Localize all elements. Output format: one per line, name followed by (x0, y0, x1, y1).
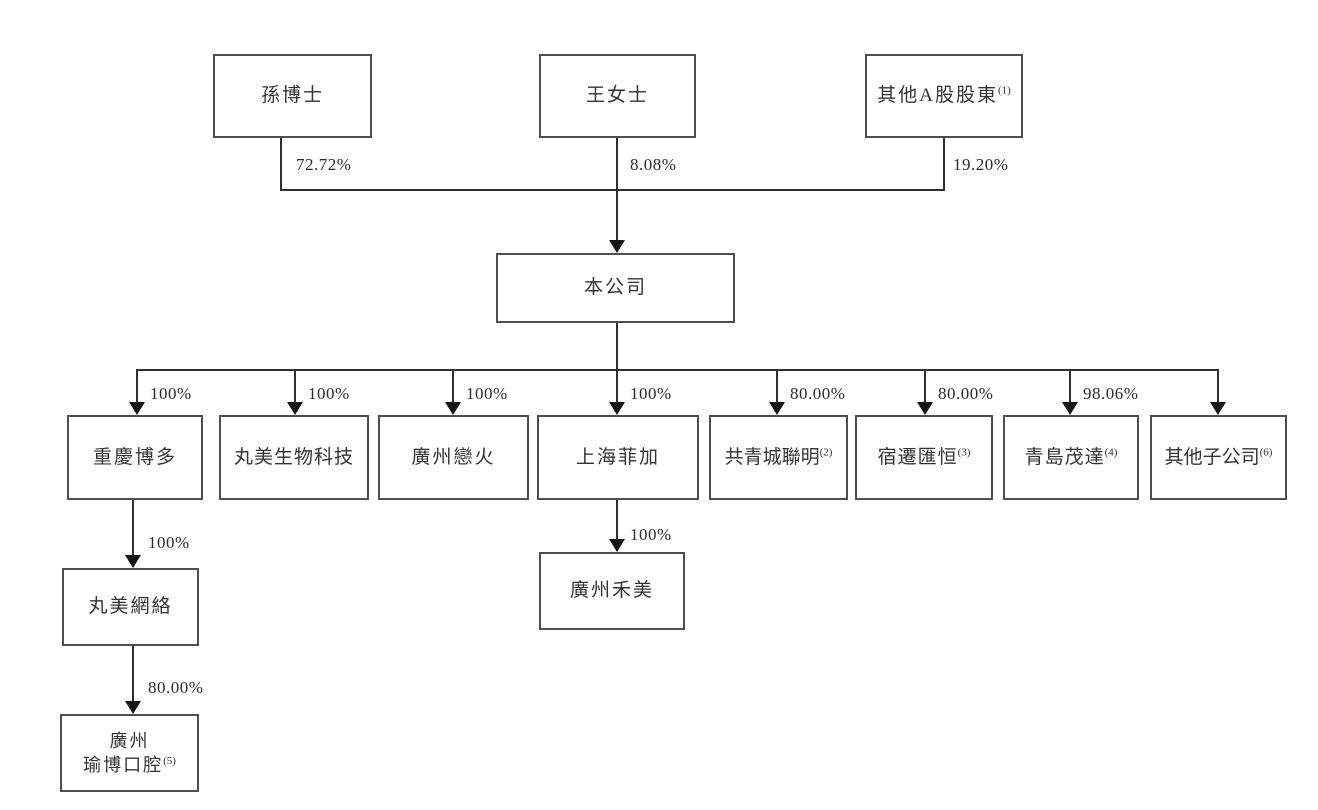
connector-line (280, 138, 282, 191)
connector-line (776, 369, 778, 404)
node-label: 本公司 (583, 277, 647, 299)
connector-line (452, 369, 454, 404)
connector-line (616, 500, 618, 540)
connector-line (616, 138, 618, 242)
node-guangzhou-hemei: 廣州禾美 (539, 552, 685, 630)
node-label: 其他A股股東(1) (877, 84, 1011, 107)
node-label: 青島茂達(4) (1024, 446, 1118, 468)
pct-guangzhou-yubo: 80.00% (148, 678, 204, 697)
connector-line (616, 369, 618, 404)
node-label: 其他子公司(6) (1164, 446, 1273, 468)
connector-line (132, 500, 134, 556)
node-gongqingcheng-lianming: 共青城聯明(2) (709, 415, 848, 500)
connector-line (136, 369, 138, 404)
node-marubi-biotech: 丸美生物科技 (219, 415, 369, 500)
node-chongqing-boduo: 重慶博多 (67, 415, 203, 500)
connector-line (943, 138, 945, 191)
arrowhead-down-icon (1210, 402, 1226, 415)
connector-line (136, 369, 1219, 371)
node-guangzhou-lianhuo: 廣州戀火 (378, 415, 529, 500)
node-ms-wang: 王女士 (539, 54, 696, 138)
arrowhead-down-icon (1062, 402, 1078, 415)
node-label: 丸美網絡 (88, 596, 173, 618)
connector-line (132, 646, 134, 702)
arrowhead-down-icon (445, 402, 461, 415)
arrowhead-down-icon (609, 240, 625, 253)
pct-chongqing-boduo: 100% (150, 384, 192, 403)
connector-line (1069, 369, 1071, 404)
pct-qingdao-maoda: 98.06% (1083, 384, 1139, 403)
arrowhead-down-icon (125, 555, 141, 568)
node-label: 上海菲加 (575, 446, 660, 468)
connector-line (924, 369, 926, 404)
pct-guangzhou-lianhuo: 100% (466, 384, 508, 403)
arrowhead-down-icon (609, 539, 625, 552)
footnote-marker: (3) (957, 446, 971, 459)
footnote-marker: (1) (997, 84, 1011, 97)
arrowhead-down-icon (917, 402, 933, 415)
footnote-marker: (4) (1104, 446, 1118, 459)
pct-gongqingcheng-lianming: 80.00% (790, 384, 846, 403)
pct-sun: 72.72% (296, 155, 352, 174)
connector-line (294, 369, 296, 404)
pct-suqian-huiheng: 80.00% (938, 384, 994, 403)
connector-line (616, 323, 618, 370)
pct-marubi-biotech: 100% (308, 384, 350, 403)
node-label: 王女士 (585, 85, 649, 107)
node-dr-sun: 孫博士 (213, 54, 372, 138)
arrowhead-down-icon (609, 402, 625, 415)
node-guangzhou-yubo-dental: 廣州 瑜博口腔(5) (60, 714, 199, 792)
pct-guangzhou-hemei: 100% (630, 525, 672, 544)
arrowhead-down-icon (769, 402, 785, 415)
node-marubi-network: 丸美網絡 (62, 568, 199, 646)
node-label: 丸美生物科技 (233, 446, 354, 468)
node-other-a-shareholders: 其他A股股東(1) (865, 54, 1023, 138)
arrowhead-down-icon (129, 402, 145, 415)
node-label: 重慶博多 (92, 446, 177, 468)
footnote-marker: (5) (163, 755, 176, 767)
node-label: 共青城聯明(2) (724, 446, 833, 468)
node-label: 宿遷匯恒(3) (877, 446, 971, 468)
node-label: 廣州 瑜博口腔(5) (83, 730, 176, 775)
footnote-marker: (2) (819, 446, 833, 459)
arrowhead-down-icon (287, 402, 303, 415)
pct-marubi-network: 100% (148, 533, 190, 552)
node-other-subsidiaries: 其他子公司(6) (1150, 415, 1287, 500)
node-label: 孫博士 (260, 85, 324, 107)
connector-line (1217, 369, 1219, 404)
footnote-marker: (6) (1259, 446, 1273, 459)
node-suqian-huiheng: 宿遷匯恒(3) (855, 415, 993, 500)
arrowhead-down-icon (125, 701, 141, 714)
pct-shanghai-feijia: 100% (630, 384, 672, 403)
node-shanghai-feijia: 上海菲加 (537, 415, 699, 500)
pct-wang: 8.08% (630, 155, 677, 174)
pct-other-a: 19.20% (953, 155, 1009, 174)
connector-line (280, 189, 945, 191)
node-company: 本公司 (496, 253, 735, 323)
node-label: 廣州禾美 (569, 580, 654, 602)
node-qingdao-maoda: 青島茂達(4) (1003, 415, 1139, 500)
node-label: 廣州戀火 (411, 446, 496, 468)
